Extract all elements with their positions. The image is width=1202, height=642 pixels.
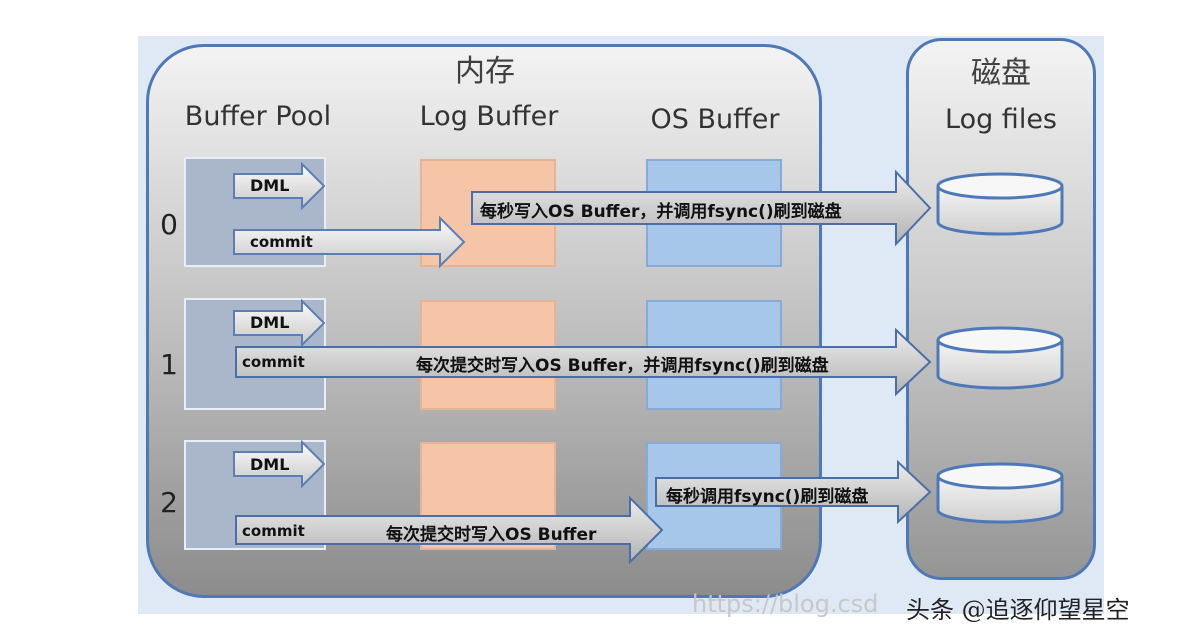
flow-label-0: 每秒写入OS Buffer，并调用fsync()刷到磁盘 (480, 202, 842, 222)
commit-label-1: commit (242, 353, 305, 371)
flush-arrow-0 (471, 169, 932, 247)
log-file-cylinder-2 (936, 462, 1064, 524)
fsync-label-2: 每秒调用fsync()刷到磁盘 (666, 487, 869, 507)
commit-label-0: commit (250, 233, 313, 251)
commit-label-2: commit (242, 522, 305, 540)
os-buffer-header: OS Buffer (650, 104, 780, 135)
dml-label-2: DML (250, 455, 290, 474)
disk-title: 磁盘 (971, 56, 1031, 91)
buffer-pool-header: Buffer Pool (184, 101, 332, 132)
commit-arrow-0 (233, 215, 466, 269)
flow-label-1: 每次提交时写入OS Buffer，并调用fsync()刷到磁盘 (416, 356, 829, 376)
dml-arrow-1 (233, 298, 326, 348)
row-number-1: 1 (160, 348, 178, 381)
commit-flush-arrow-1 (235, 327, 932, 397)
fsync-arrow-2 (655, 459, 932, 525)
log-files-header: Log files (945, 104, 1057, 135)
flow-label-2: 每次提交时写入OS Buffer (386, 525, 597, 545)
dml-arrow-2 (233, 439, 326, 489)
memory-title: 内存 (455, 54, 515, 89)
commit-arrow-2 (235, 495, 664, 565)
watermark-author: 头条 @追逐仰望星空 (906, 596, 1130, 624)
dml-arrow-0 (233, 161, 326, 211)
log-file-cylinder-1 (936, 326, 1064, 390)
watermark-url: https://blog.csd (692, 590, 879, 618)
row-number-0: 0 (160, 208, 178, 241)
dml-label-0: DML (250, 176, 290, 195)
row-number-2: 2 (160, 486, 178, 519)
dml-label-1: DML (250, 313, 290, 332)
log-file-cylinder-0 (936, 172, 1064, 236)
log-buffer-header: Log Buffer (419, 101, 559, 132)
